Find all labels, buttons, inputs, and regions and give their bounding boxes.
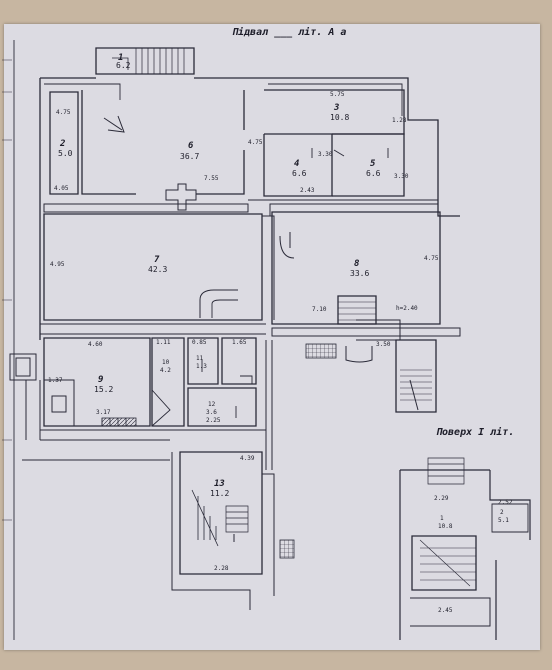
basement-outer-wall: [39, 77, 460, 340]
dim-225: 2.25: [206, 417, 221, 424]
dim-252: 2.52: [498, 499, 513, 506]
dim-243: 2.43: [300, 187, 315, 194]
column: [165, 183, 197, 211]
left-entrance: [9, 353, 37, 381]
room-8-area: 33.6: [350, 269, 370, 278]
room-11-number: 11: [196, 355, 204, 362]
room-4-area: 6.6: [292, 169, 307, 178]
room-13-wall: [179, 451, 263, 575]
room-8-wall: [271, 211, 441, 325]
top-stair-treads: [135, 48, 185, 74]
annex-room-2-area: 5.1: [498, 517, 509, 524]
dim-495: 4.95: [50, 261, 65, 268]
room-6-wall: [81, 90, 245, 195]
room-2-number: 2: [60, 139, 66, 149]
room-12-number: 12: [208, 401, 216, 408]
dim-475c: 4.75: [424, 255, 439, 262]
room-7-stair-curve: [199, 289, 238, 318]
room-6-area: 36.7: [180, 152, 200, 161]
dim-317: 3.17: [96, 409, 111, 416]
room-9-wall: [43, 337, 151, 427]
dim-439: 4.39: [240, 455, 255, 462]
room-2-wall: [49, 91, 79, 195]
annex-room-2-number: 2: [500, 509, 504, 516]
annex-stair: [411, 535, 477, 591]
annex-room-1-number: 1: [440, 515, 444, 522]
dim-460: 4.60: [88, 341, 103, 348]
dim-575: 5.75: [330, 91, 345, 98]
dim-245: 2.45: [438, 607, 453, 614]
room-7-wall: [43, 213, 263, 321]
basement-title: Підвал ___ літ. А а: [232, 27, 347, 38]
dim-165: 1.65: [232, 339, 247, 346]
dim-475b: 4.75: [248, 139, 263, 146]
dim-330b: 3.30: [394, 173, 409, 180]
room-4-wall: [263, 134, 333, 197]
top-stair-outline: [95, 47, 195, 75]
dim-085: 0.85: [192, 339, 207, 346]
dim-330a: 3.30: [318, 151, 333, 158]
room-8-number: 8: [354, 259, 360, 269]
room-11-wall: [187, 337, 219, 385]
dim-350: 3.50: [376, 341, 391, 348]
room-9-subroom: [44, 379, 75, 426]
room-10-number: 10: [162, 359, 170, 366]
dim-137: 1.37: [48, 377, 63, 384]
room-13-number: 13: [214, 479, 225, 489]
vent-grid-1: [305, 343, 337, 359]
room-5-area: 6.6: [366, 169, 381, 178]
room-3-area: 10.8: [330, 113, 350, 122]
dim-229: 2.29: [434, 495, 449, 502]
dim-405: 4.05: [54, 185, 69, 192]
margin-ticks: [2, 59, 12, 521]
room-7-area: 42.3: [148, 265, 168, 274]
room-9-area: 15.2: [94, 385, 114, 394]
room-9-hatch: [101, 417, 137, 427]
floor-stair: [395, 339, 437, 413]
room-13-area: 11.2: [210, 489, 230, 498]
room-5-wall: [332, 133, 405, 197]
room-8-stair: [337, 295, 377, 325]
room-11-area: 1.3: [196, 363, 207, 370]
room-12-wall: [221, 337, 257, 385]
dim-128: 1.28: [392, 117, 407, 124]
dim-755: 7.55: [204, 175, 219, 182]
dim-475a: 4.75: [56, 109, 71, 116]
room-2-area: 5.0: [58, 149, 73, 158]
dim-710: 7.10: [312, 306, 327, 313]
dim-111: 1.11: [156, 339, 171, 346]
floor-title: Поверх I літ.: [436, 427, 515, 438]
room-1-number: 1: [118, 53, 124, 63]
room-6-number: 6: [188, 141, 194, 151]
room-10-wall: [151, 337, 185, 427]
annex-outline: [399, 469, 531, 640]
paper-sheet: [4, 24, 540, 650]
room-7-number: 7: [154, 255, 160, 265]
dim-height: h=2.40: [396, 305, 418, 312]
room-9-number: 9: [98, 375, 104, 385]
room-4-number: 4: [294, 159, 300, 169]
vent-grid-2: [279, 539, 295, 559]
annex-room-1-area: 10.8: [438, 523, 453, 530]
dim-228: 2.28: [214, 565, 229, 572]
room-10-area: 4.2: [160, 367, 171, 374]
room-1-area: 6.2: [116, 61, 131, 70]
room-12-area: 3.6: [206, 409, 217, 416]
room-13-stair: [191, 489, 219, 547]
room-5-number: 5: [370, 159, 376, 169]
room-3-number: 3: [334, 103, 340, 113]
